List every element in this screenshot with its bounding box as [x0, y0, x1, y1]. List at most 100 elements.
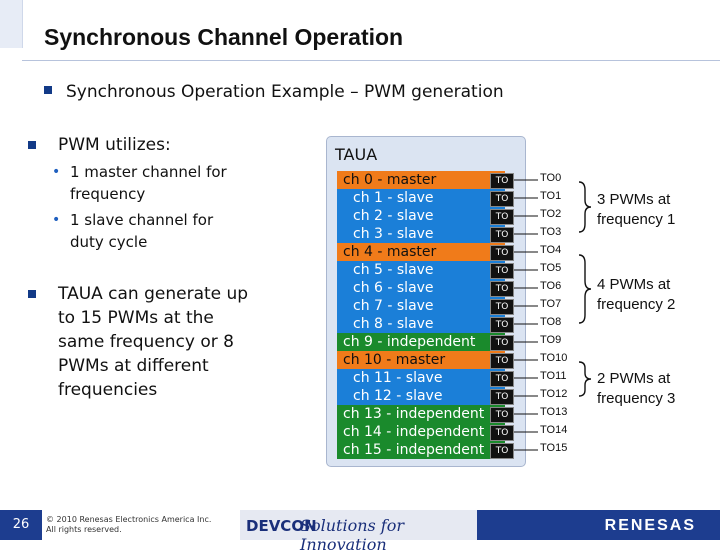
- channel-label: ch 11 - slave: [353, 370, 443, 386]
- dot-bullet-icon: •: [52, 212, 61, 228]
- to-output-box: TO: [490, 317, 514, 333]
- slide-title: Synchronous Channel Operation: [44, 24, 404, 50]
- channel-row: ch 7 - slave: [337, 297, 505, 315]
- channel-row: ch 4 - master: [337, 243, 505, 261]
- channel-row: ch 11 - slave: [337, 369, 505, 387]
- renesas-band: RENESAS: [477, 510, 720, 540]
- sub-bullet-text: 1 master channel for: [70, 163, 227, 181]
- channel-label: ch 7 - slave: [353, 298, 434, 314]
- channel-row: ch 10 - master: [337, 351, 505, 369]
- channel-label: ch 12 - slave: [353, 388, 443, 404]
- channel-row: ch 3 - slave: [337, 225, 505, 243]
- group-2-label: 4 PWMs at frequency 2: [597, 275, 675, 315]
- output-label: TO3: [540, 226, 562, 238]
- devcon-logo: DEVCON: [246, 517, 317, 535]
- copyright-line1: © 2010 Renesas Electronics America Inc.: [46, 515, 212, 524]
- channel-label: ch 4 - master: [343, 244, 437, 260]
- devcon-banner: DEVCON Solutions for Innovation: [240, 510, 477, 554]
- subtitle-text: Synchronous Operation Example – PWM gene…: [66, 82, 504, 102]
- output-label: TO1: [540, 190, 562, 202]
- output-label: TO4: [540, 244, 562, 256]
- channel-label: ch 8 - slave: [353, 316, 434, 332]
- dot-bullet-icon: •: [52, 164, 61, 180]
- square-bullet-icon: [28, 290, 36, 298]
- sub-bullet-slave-cont: duty cycle: [70, 231, 147, 253]
- channel-row: ch 12 - slave: [337, 387, 505, 405]
- channel-label: ch 1 - slave: [353, 190, 434, 206]
- to-output-box: TO: [490, 443, 514, 459]
- channel-label: ch 5 - slave: [353, 262, 434, 278]
- to-output-box: TO: [490, 353, 514, 369]
- bullet-line: frequencies: [58, 380, 158, 400]
- sub-bullet-text: 1 slave channel for: [70, 211, 214, 229]
- channel-row: ch 14 - independent: [337, 423, 505, 441]
- output-label: TO8: [540, 316, 562, 328]
- to-output-box: TO: [490, 191, 514, 207]
- output-label: TO6: [540, 280, 562, 292]
- group-3-line2: frequency 3: [597, 390, 676, 407]
- sub-bullet-master-cont: frequency: [70, 183, 145, 205]
- output-label: TO2: [540, 208, 562, 220]
- bullet-line: TAUA can generate up: [58, 284, 249, 304]
- to-output-box: TO: [490, 335, 514, 351]
- channel-label: ch 14 - independent: [343, 424, 485, 440]
- to-output-box: TO: [490, 263, 514, 279]
- left-accent-bar: [0, 0, 23, 48]
- output-label: TO13: [540, 406, 568, 418]
- output-label: TO5: [540, 262, 562, 274]
- channel-label: ch 10 - master: [343, 352, 446, 368]
- square-bullet-icon: [28, 141, 36, 149]
- channel-label: ch 9 - independent: [343, 334, 476, 350]
- to-output-box: TO: [490, 227, 514, 243]
- to-output-box: TO: [490, 389, 514, 405]
- brace-group-2-icon: [578, 254, 592, 324]
- group-3-line1: 2 PWMs at: [597, 370, 671, 387]
- title-divider: [22, 60, 720, 61]
- channel-row: ch 15 - independent: [337, 441, 505, 459]
- output-label: TO0: [540, 172, 562, 184]
- channel-label: ch 6 - slave: [353, 280, 434, 296]
- brace-group-1-icon: [578, 181, 592, 233]
- channel-label: ch 0 - master: [343, 172, 437, 188]
- to-output-box: TO: [490, 425, 514, 441]
- bullet-text: PWM utilizes:: [58, 135, 171, 155]
- channel-row: ch 2 - slave: [337, 207, 505, 225]
- bullet-line: PWMs at different: [58, 356, 209, 376]
- output-label: TO10: [540, 352, 568, 364]
- to-output-box: TO: [490, 281, 514, 297]
- channel-row: ch 13 - independent: [337, 405, 505, 423]
- output-label: TO7: [540, 298, 562, 310]
- bullet-line: to 15 PWMs at the: [58, 308, 214, 328]
- channel-label: ch 15 - independent: [343, 442, 485, 458]
- taua-label: TAUA: [335, 145, 378, 164]
- brace-group-3-icon: [578, 361, 592, 397]
- to-output-box: TO: [490, 173, 514, 189]
- channel-label: ch 13 - independent: [343, 406, 485, 422]
- channel-row: ch 6 - slave: [337, 279, 505, 297]
- page-number: 26: [0, 510, 42, 540]
- group-1-line2: frequency 1: [597, 211, 676, 228]
- channel-label: ch 3 - slave: [353, 226, 434, 242]
- group-2-line1: 4 PWMs at: [597, 276, 671, 293]
- copyright-line2: All rights reserved.: [46, 525, 122, 534]
- sub-bullet-text: duty cycle: [70, 233, 148, 251]
- to-output-box: TO: [490, 407, 514, 423]
- group-1-line1: 3 PWMs at: [597, 191, 671, 208]
- to-output-box: TO: [490, 209, 514, 225]
- channel-row: ch 1 - slave: [337, 189, 505, 207]
- renesas-logo: RENESAS: [604, 517, 696, 534]
- channel-row: ch 8 - slave: [337, 315, 505, 333]
- square-bullet-icon: [44, 86, 52, 94]
- sub-bullet-slave: • 1 slave channel for: [52, 209, 214, 231]
- sub-bullet-text: frequency: [70, 185, 146, 203]
- channel-row: ch 9 - independent: [337, 333, 505, 351]
- sub-bullet-master: • 1 master channel for: [52, 161, 227, 183]
- devcon-tagline: Solutions for Innovation: [300, 516, 404, 554]
- slide-subtitle: Synchronous Operation Example – PWM gene…: [44, 82, 504, 102]
- output-label: TO11: [540, 370, 567, 382]
- bullet-line: same frequency or 8: [58, 332, 234, 352]
- group-1-label: 3 PWMs at frequency 1: [597, 190, 675, 230]
- to-output-box: TO: [490, 245, 514, 261]
- output-label: TO15: [540, 442, 568, 454]
